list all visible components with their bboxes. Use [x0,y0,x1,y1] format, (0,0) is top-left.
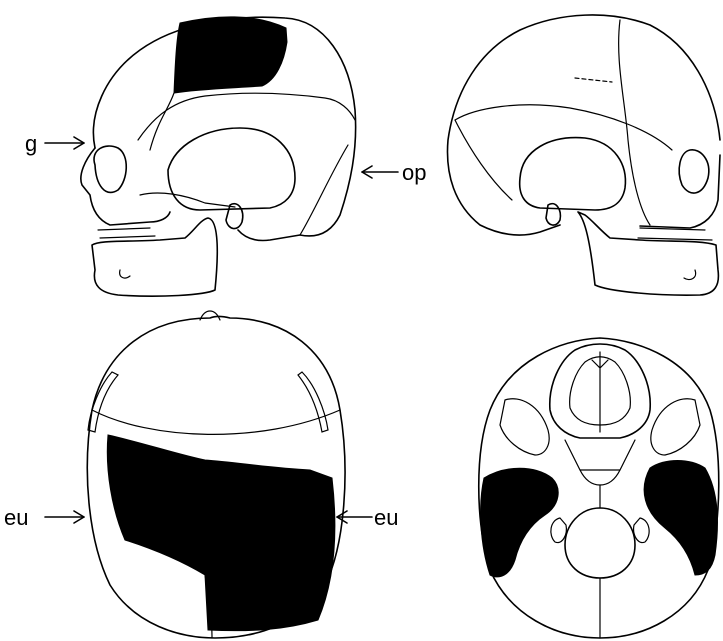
teeth-upper [98,228,155,238]
skull-basal-view [479,338,719,638]
shaded-region-mastoid-right [644,461,717,576]
skull-lateral-right [447,15,720,295]
mastoid-right [546,204,560,225]
median-palatine-suture [592,352,608,432]
pterygoid-region [565,440,635,485]
dashed-suture [575,78,612,82]
skull-vertical-view [87,311,345,638]
shaded-region-parietal-top [107,435,335,631]
mandible-right [578,212,718,295]
zygomatic-basal-right [651,399,700,455]
teeth-right [638,228,712,240]
temporal-squama-right [520,138,626,210]
lambdoid-suture-right [455,120,512,200]
shaded-region-mastoid-left [481,468,559,577]
zygomatic-basal-left [500,399,549,455]
shaded-region-parietal [174,17,287,93]
arrow-g [45,137,84,149]
orbit [94,146,126,192]
cranial-vault-outline-right [447,15,720,235]
arrow-op [362,166,398,178]
temporal-line-right [455,105,672,150]
mental-detail [120,270,130,278]
zygomatic-arch [140,193,235,207]
skull-lateral-left [81,17,356,296]
label-eu-left: eu [4,505,28,530]
foramen-magnum [565,508,635,578]
mental-detail-right [684,270,696,280]
occipital-condyle-left [551,518,567,543]
coronal-suture-top [92,410,340,434]
label-op: op [402,160,426,185]
label-g: g [25,131,37,156]
temporal-squama [168,128,295,210]
orbit-right [679,150,709,193]
zygomatic-left [88,372,118,432]
label-eu-right: eu [374,505,398,530]
occipital-condyle-right [634,518,650,543]
arrow-eu-left [45,511,84,523]
lambdoid-suture [300,145,348,235]
